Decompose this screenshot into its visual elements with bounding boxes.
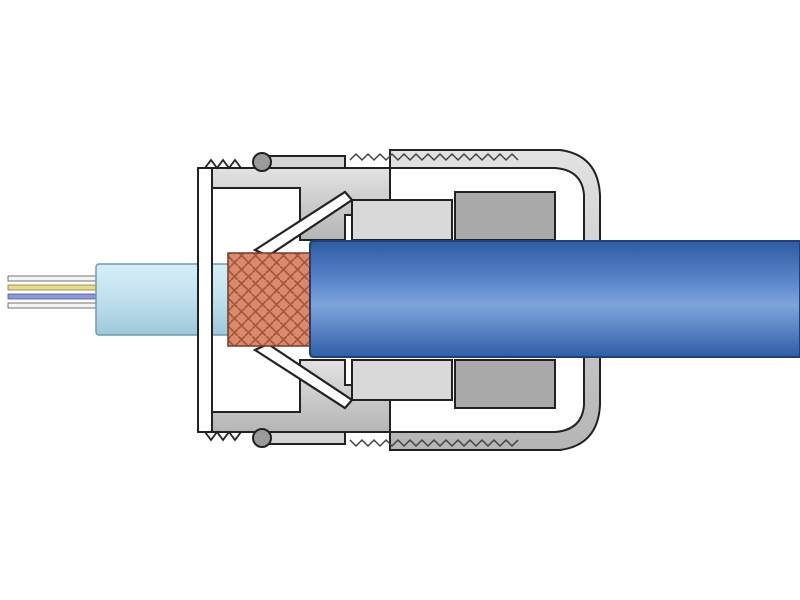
inner-sheath [95, 263, 237, 336]
gland-body [197, 155, 391, 445]
seal [351, 191, 556, 409]
wire-yellow [7, 284, 101, 291]
wire-white [7, 275, 101, 282]
o-ring-bottom [252, 428, 272, 448]
braided-screen [227, 252, 315, 347]
conductors [7, 275, 101, 309]
outer-sheath [309, 240, 800, 358]
cap-nut [349, 149, 601, 451]
wire-white-2 [7, 302, 101, 309]
o-ring-top [252, 152, 272, 172]
wire-blue [7, 293, 101, 300]
